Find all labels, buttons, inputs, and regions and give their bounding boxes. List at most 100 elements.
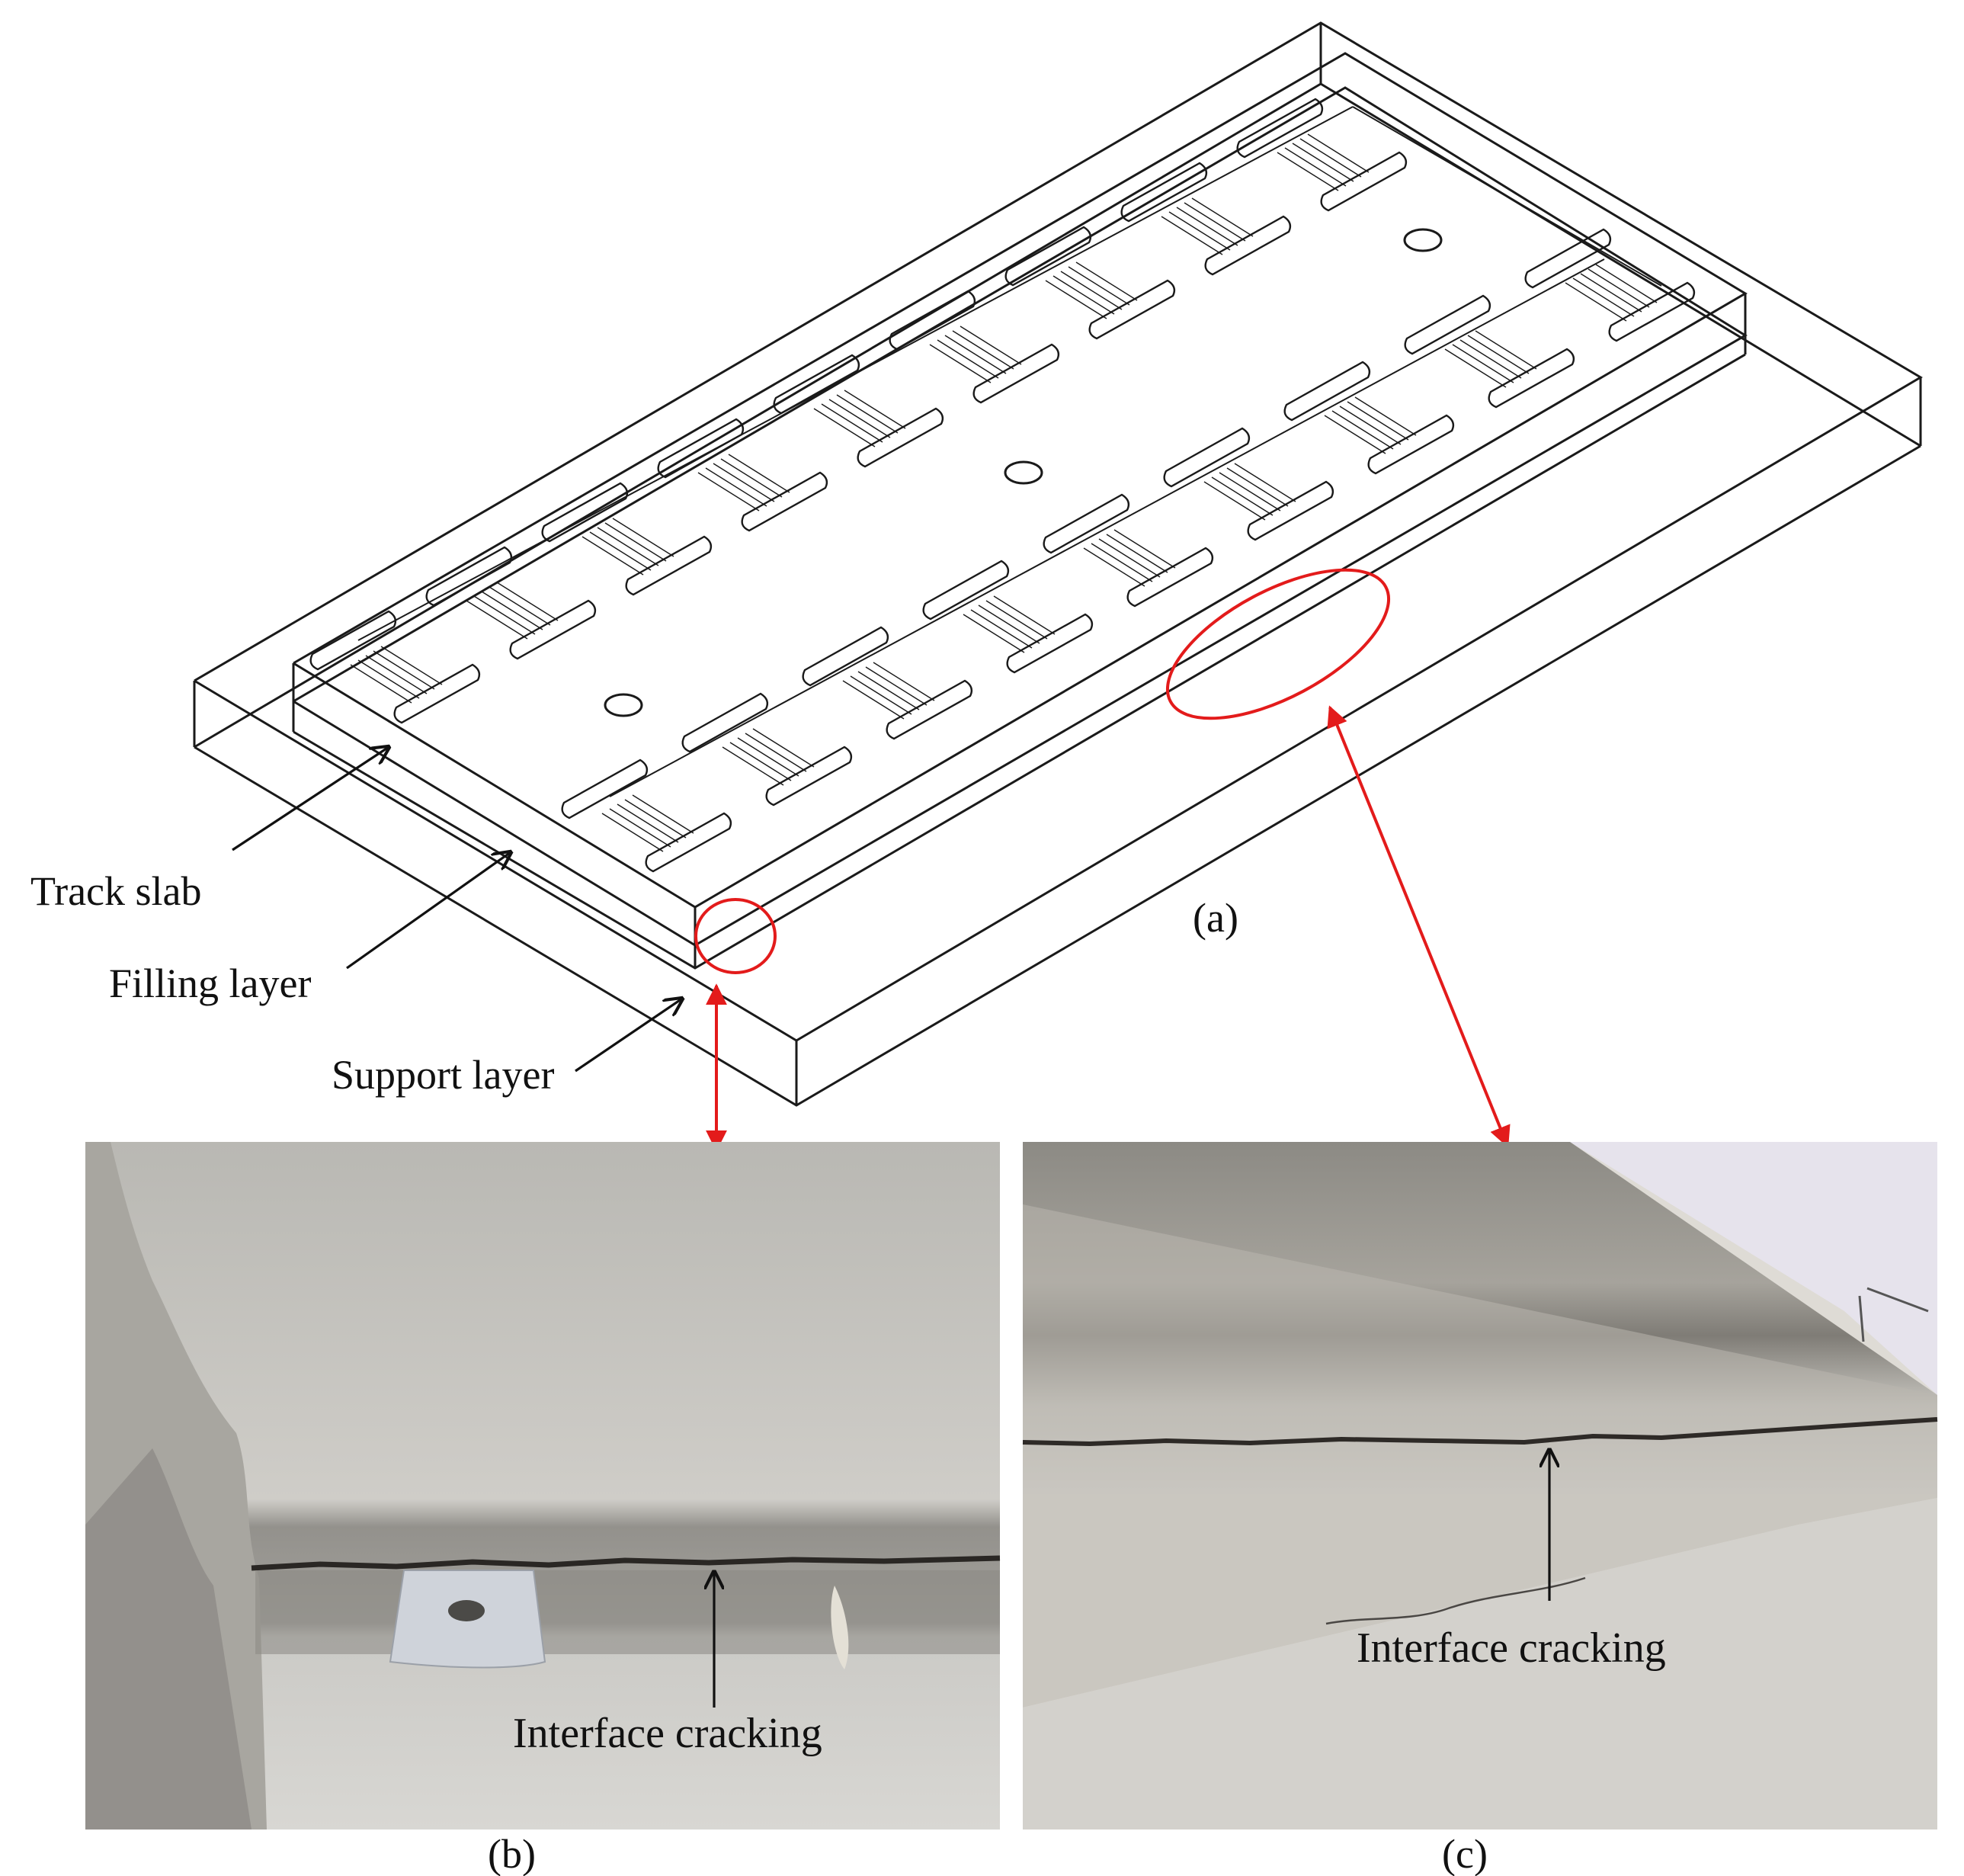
fastener-pad — [509, 599, 597, 660]
fastener-pad — [1367, 414, 1455, 475]
fastener-cluster — [425, 546, 597, 660]
photo-b-shim-hole — [448, 1600, 485, 1621]
fastener-tie — [844, 390, 906, 429]
fastener-tie — [1075, 261, 1138, 301]
fastener-tie — [1459, 339, 1522, 379]
fastener-tie — [1339, 406, 1402, 445]
fastener-pad — [889, 290, 976, 351]
fastener-tie — [604, 522, 667, 562]
fastener-tie — [842, 680, 905, 720]
fastener-tie — [865, 666, 928, 706]
fastener-tie — [1595, 264, 1658, 303]
fastener-tie — [745, 733, 807, 772]
fastener-tie — [496, 582, 559, 621]
leader-track-slab — [232, 747, 389, 851]
fastener-tie — [937, 339, 999, 379]
fastener-tie — [1347, 401, 1409, 441]
fastener-pad — [1608, 281, 1696, 342]
fastener-pad — [972, 343, 1060, 404]
fastener-cluster — [922, 560, 1094, 674]
fastener-tie — [970, 609, 1033, 649]
label-support-layer: Support layer — [332, 1052, 554, 1098]
fastener-pad — [1120, 162, 1208, 223]
fastener-tie — [1331, 410, 1394, 450]
photo-b-band — [255, 1570, 1000, 1654]
fastener-tie — [612, 518, 674, 557]
fastener-tie — [1284, 147, 1347, 187]
fastener-pad — [657, 418, 745, 479]
fastener-cluster — [1120, 162, 1292, 276]
fastener-tie — [960, 325, 1022, 365]
fastener-tie — [365, 655, 428, 694]
fastener-cluster — [1283, 361, 1455, 475]
fastener-tie — [1176, 207, 1238, 246]
panel-label-a: (a) — [1193, 895, 1238, 941]
fastener-tie — [713, 463, 775, 502]
fastener-tie — [624, 799, 687, 839]
fastener-tie — [720, 458, 783, 498]
fastener-tie — [350, 664, 412, 704]
fastener-cluster — [1043, 493, 1214, 608]
label-track-slab: Track slab — [30, 868, 202, 914]
fastener-tie — [1226, 467, 1289, 507]
fastener-tie — [481, 591, 543, 630]
fastener-pad — [922, 560, 1010, 621]
rail-line — [609, 258, 1605, 797]
fastener-tie — [1203, 481, 1266, 521]
fastener-cluster — [802, 626, 973, 740]
fastener-tie — [1292, 143, 1354, 182]
fastener-pad — [1247, 480, 1334, 541]
fastener-tie — [1211, 476, 1274, 516]
photo-c-mast — [1858, 1295, 1865, 1342]
fastener-tie — [582, 536, 644, 576]
fastener-tie — [617, 803, 679, 843]
support-layer-outline — [193, 21, 1923, 1107]
fastener-pad — [1524, 228, 1612, 289]
fastener-pad — [645, 812, 732, 873]
photo-c-sky — [1570, 1142, 1937, 1395]
fastener-tie — [1052, 275, 1115, 315]
fastener-tie — [1191, 197, 1254, 237]
highlight-ellipse-edge — [1165, 568, 1391, 720]
photo-c: Interface cracking — [1022, 1142, 1938, 1830]
fastener-pad — [1088, 279, 1176, 340]
fastener-pad — [425, 546, 513, 607]
fastener-tie — [1161, 216, 1223, 255]
fastener-tie — [978, 604, 1040, 644]
fastener-pad — [1236, 98, 1324, 159]
photo-b-patch — [831, 1586, 849, 1669]
photo-c-crack — [1022, 1417, 1938, 1447]
fastener-tie — [1234, 463, 1296, 502]
fastener-pad — [681, 692, 769, 753]
fastener-cluster — [1236, 98, 1408, 212]
fastener-tie — [632, 794, 694, 834]
fastener-cluster — [541, 482, 713, 596]
slab-model — [193, 21, 1923, 1107]
fastener-tie — [963, 614, 1025, 653]
slab-hole — [604, 693, 643, 717]
fastener-tie — [1565, 282, 1627, 322]
panel-label-b: (b) — [488, 1831, 536, 1876]
fastener-tie — [873, 662, 935, 701]
fastener-tie — [473, 595, 536, 635]
fastener-tie — [1467, 335, 1530, 374]
photo-c-hairline — [1325, 1576, 1586, 1625]
fastener-cluster — [889, 290, 1060, 404]
label-filling-layer: Filling layer — [109, 960, 311, 1006]
fastener-cluster — [681, 692, 853, 807]
photo-b: Interface cracking — [85, 1142, 1001, 1830]
fastener-pad — [393, 663, 481, 724]
fastener-tie — [466, 600, 528, 640]
fastener-tie — [1299, 138, 1362, 178]
fastener-tie — [489, 586, 551, 626]
fastener-tie — [813, 408, 876, 447]
photo-c-label: Interface cracking — [1357, 1624, 1666, 1672]
slab-hole — [1004, 460, 1043, 485]
photo-b-crack — [251, 1555, 1001, 1571]
fastener-pad — [802, 626, 889, 687]
leader-arrows — [232, 747, 682, 1073]
track-slab-outline — [293, 86, 1748, 947]
slab-hole — [1403, 228, 1443, 252]
fastener-pad — [309, 610, 397, 671]
